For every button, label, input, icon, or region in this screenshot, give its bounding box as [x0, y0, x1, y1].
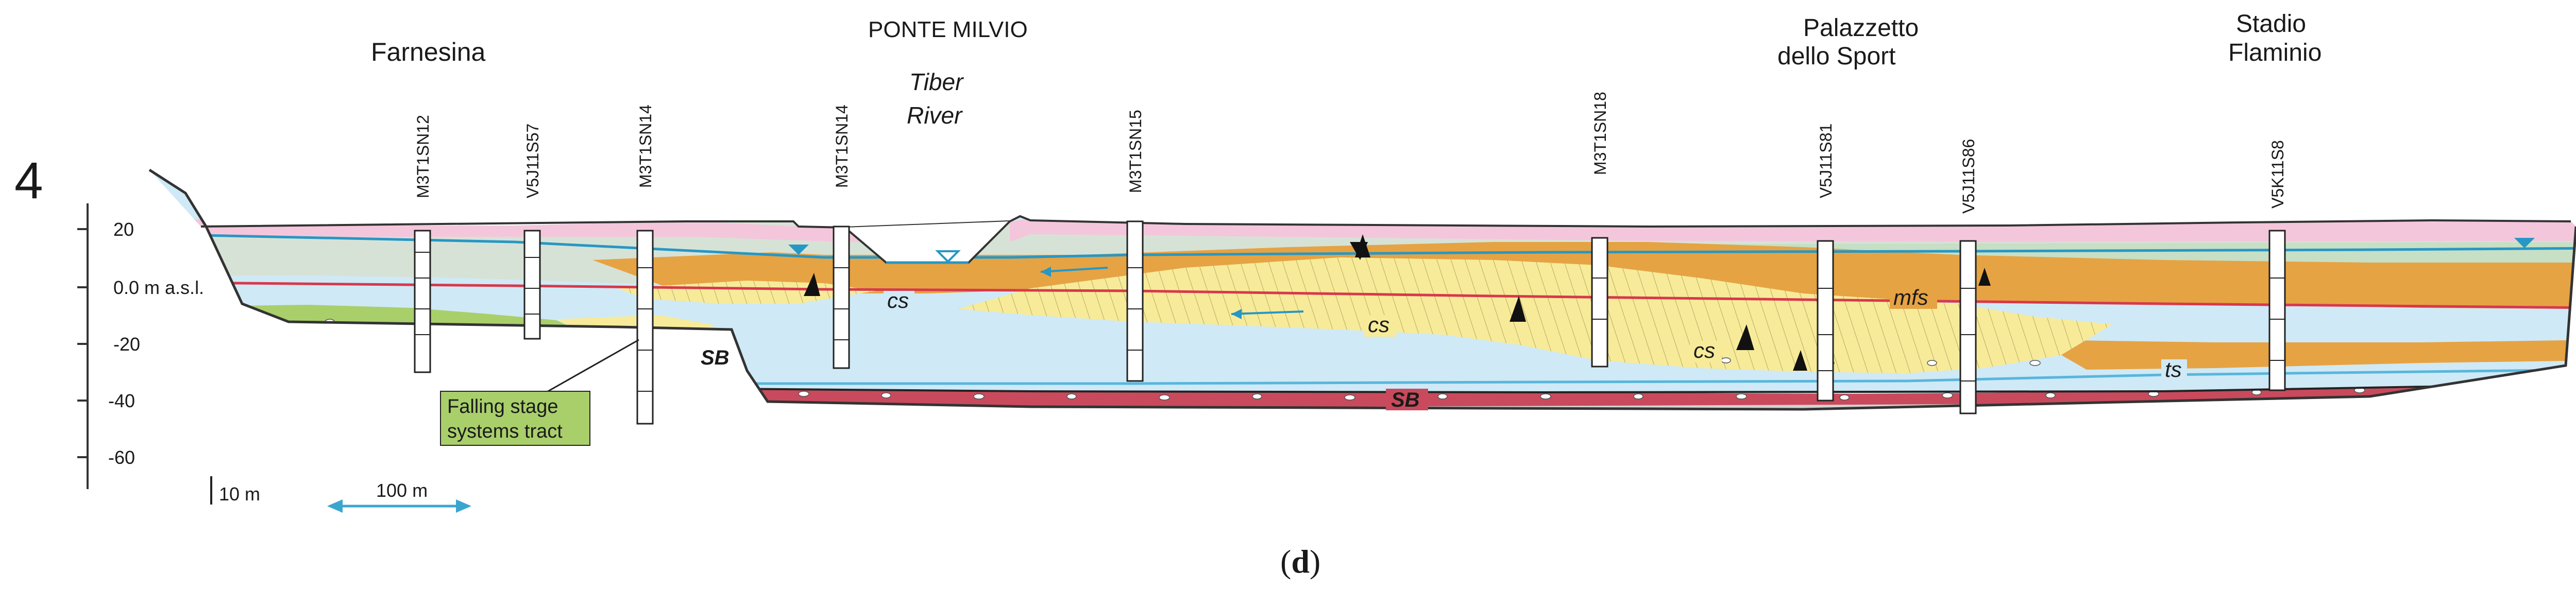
location-palazzetto-line2: dello Sport — [1777, 43, 1895, 70]
borehole-label: M3T1SN12 — [414, 115, 432, 198]
borehole: M3T1SN14 — [833, 105, 851, 369]
water-table-icon — [2514, 238, 2535, 248]
label-ts: ts — [2165, 357, 2182, 381]
marker-icon — [1355, 234, 1370, 257]
borehole-label: V5J11S57 — [523, 124, 542, 198]
fsst-label-line2: systems tract — [447, 421, 563, 442]
borehole-label: M3T1SN15 — [1126, 110, 1145, 193]
label-mfs: mfs — [1893, 285, 1928, 309]
panel-number: 4 — [14, 152, 43, 210]
tick-minus-20: -20 — [113, 334, 140, 355]
arrow-left-icon — [327, 499, 343, 513]
sb-label-bg — [1386, 389, 1428, 410]
section-body — [149, 170, 2576, 409]
borehole-label: V5K11S8 — [2268, 140, 2287, 209]
fsst-callout-line — [546, 339, 639, 393]
water-table-icon — [788, 245, 809, 255]
arrow-right-icon — [456, 499, 471, 513]
location-ponte-milvio: PONTE MILVIO — [868, 17, 1028, 42]
borehole-label: M3T1SN14 — [833, 105, 851, 188]
scale-bars: 10 m 100 m — [210, 476, 471, 513]
label-cs-2: cs — [1368, 313, 1389, 337]
water-table-icons — [788, 238, 2535, 263]
horizontal-scale-label: 100 m — [376, 480, 428, 501]
tick-20: 20 — [113, 219, 134, 240]
cs-label-bg — [1364, 315, 1396, 337]
ts-label-bg — [2161, 359, 2187, 381]
elevation-axis: 20 0.0 m a.s.l. -20 -40 -60 — [77, 203, 204, 489]
marker-icon — [1978, 268, 1991, 286]
section-outline — [148, 168, 2576, 411]
location-tiber-line1: Tiber — [909, 68, 964, 95]
location-tiber-line2: River — [907, 102, 963, 129]
borehole-label: V5J11S86 — [1959, 139, 1978, 214]
marker-icon — [804, 273, 820, 296]
vertical-scale-label: 10 m — [219, 483, 260, 505]
tick-minus-60: -60 — [108, 447, 135, 468]
panel-label: (d) — [1280, 543, 1320, 580]
label-sb-1: SB — [701, 346, 730, 369]
mfs-label-bg — [1890, 287, 1937, 309]
marker-icon — [1510, 296, 1526, 322]
borehole-label: M3T1SN14 — [636, 105, 655, 188]
water-table-icon — [935, 250, 961, 263]
borehole: V5K11S8 — [2268, 140, 2287, 391]
borehole: V5J11S57 — [523, 124, 542, 340]
location-stadio-line2: Flaminio — [2228, 39, 2321, 66]
ground-surface — [200, 215, 2571, 229]
borehole: V5J11S81 — [1817, 124, 1835, 402]
borehole: M3T1SN14 — [636, 105, 655, 425]
fsst-label-line1: Falling stage — [447, 396, 558, 418]
tick-minus-40: -40 — [108, 390, 135, 411]
peat-markers — [804, 234, 1991, 371]
panel-label-letter: d — [1291, 543, 1310, 580]
label-cs-3: cs — [1693, 338, 1715, 362]
cs-label-bg — [884, 291, 914, 313]
borehole: M3T1SN18 — [1591, 92, 1609, 368]
location-farnesina: Farnesina — [371, 38, 486, 66]
tick-0: 0.0 m a.s.l. — [113, 277, 204, 298]
borehole: V5J11S86 — [1959, 139, 1978, 414]
borehole-label: M3T1SN18 — [1591, 92, 1609, 175]
location-palazzetto-line1: Palazzetto — [1803, 14, 1919, 42]
cs-label-bg — [1690, 341, 1722, 362]
borehole: M3T1SN12 — [414, 115, 432, 373]
marker-icon — [1736, 324, 1754, 350]
marker-icon — [1793, 350, 1807, 371]
label-sb-2: SB — [1391, 389, 1420, 411]
location-stadio-line1: Stadio — [2236, 10, 2306, 38]
label-cs-1: cs — [887, 288, 909, 313]
borehole: M3T1SN15 — [1126, 110, 1145, 382]
borehole-label: V5J11S81 — [1817, 124, 1835, 198]
boreholes: M3T1SN12 V5J11S57 M3T1SN14 M3T1SN14 M3T1… — [414, 92, 2287, 425]
fsst-callout-box — [440, 391, 590, 446]
